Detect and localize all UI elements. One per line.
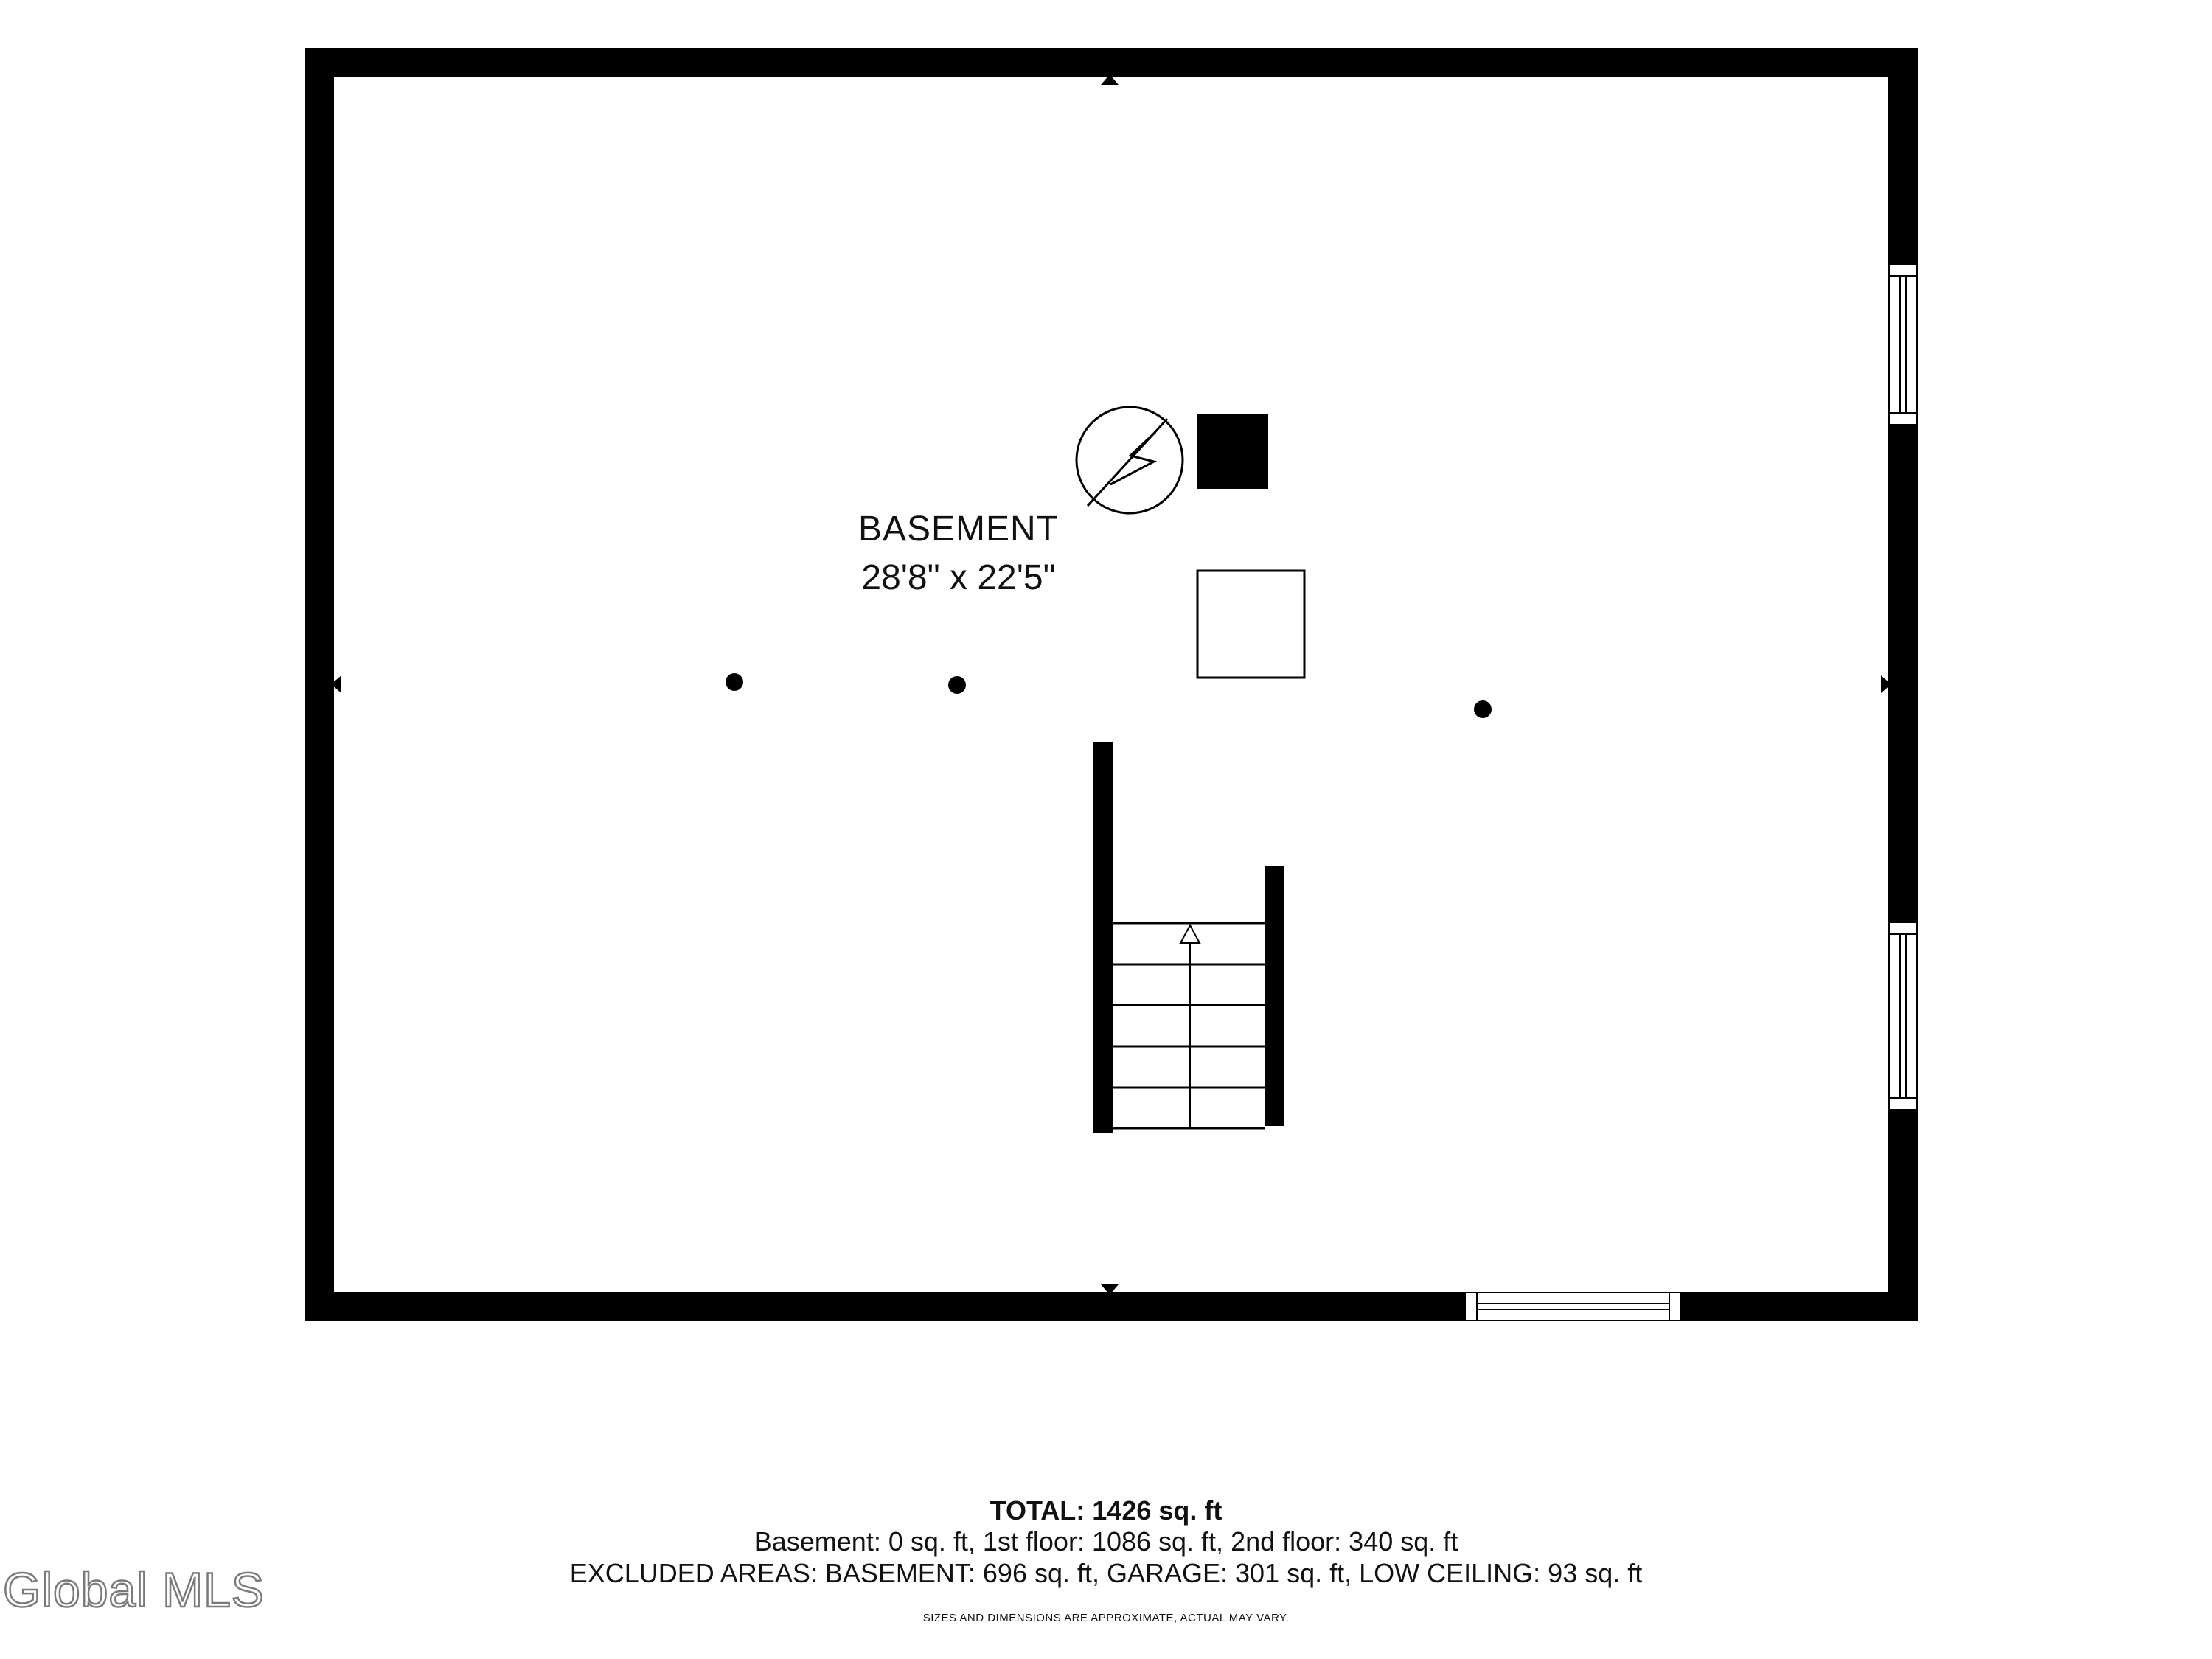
marker-left [331,675,341,693]
wall-left [305,48,334,1321]
marker-top [1101,74,1119,85]
stair-rail-left [1093,742,1113,1133]
disclaimer: SIZES AND DIMENSIONS ARE APPROXIMATE, AC… [922,1612,1290,1624]
excluded-areas: EXCLUDED AREAS: BASEMENT: 696 sq. ft, GA… [569,1558,1643,1588]
room-dimensions: 28'8" x 22'5" [861,558,1056,597]
window [1888,263,1918,425]
wall-top [305,48,1918,77]
stair-rail-right [1265,866,1284,1126]
total-area: TOTAL: 1426 sq. ft [990,1495,1222,1526]
room-name: BASEMENT [858,509,1060,549]
wall-right [1888,48,1918,1321]
furnace [1197,414,1268,489]
support-column [948,676,966,694]
dimension-markers [331,74,1891,1295]
water-heater-icon [1075,406,1184,515]
marker-right [1881,675,1891,693]
watermark-logo: Global MLS [2,1562,265,1618]
window [1464,1292,1682,1321]
window [1888,922,1918,1110]
floor-areas: Basement: 0 sq. ft, 1st floor: 1086 sq. … [754,1526,1458,1557]
marker-bottom [1101,1284,1119,1295]
stair-direction-arrow-icon [1179,923,1201,944]
utility-square [1196,569,1306,679]
support-column [726,673,743,691]
support-column [1474,700,1492,718]
staircase [1093,742,1284,1133]
